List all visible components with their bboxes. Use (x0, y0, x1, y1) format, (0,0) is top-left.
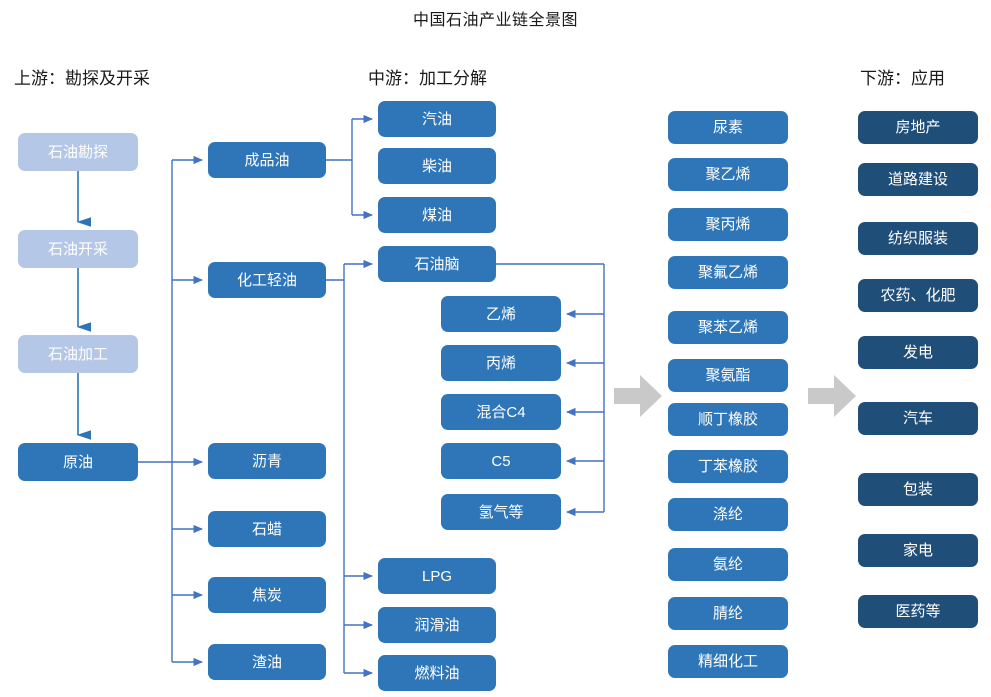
node-spandex[interactable]: 氨纶 (668, 548, 788, 581)
node-label: 渣油 (251, 653, 282, 671)
node-asphalt[interactable]: 沥青 (208, 443, 326, 479)
node-refined-oil[interactable]: 成品油 (208, 142, 326, 178)
node-textile[interactable]: 纺织服装 (858, 222, 978, 255)
node-label: 腈纶 (712, 605, 743, 622)
node-ethylene[interactable]: 乙烯 (441, 296, 561, 332)
node-urea[interactable]: 尿素 (668, 111, 788, 144)
node-label: C5 (491, 452, 511, 470)
node-label: 混合C4 (476, 403, 526, 421)
node-oil-refining[interactable]: 石油加工 (18, 335, 138, 373)
section-header-midstream: 中游：加工分解 (368, 69, 487, 88)
node-label: 石油勘探 (47, 143, 108, 161)
node-polyester[interactable]: 涤纶 (668, 498, 788, 531)
node-lpg[interactable]: LPG (378, 558, 496, 594)
node-label: 燃料油 (414, 664, 460, 682)
node-label: 焦炭 (251, 586, 282, 604)
node-coke[interactable]: 焦炭 (208, 577, 326, 613)
node-polypropylene[interactable]: 聚丙烯 (668, 208, 788, 241)
node-label: 精细化工 (697, 653, 758, 670)
node-propylene[interactable]: 丙烯 (441, 345, 561, 381)
node-paraffin[interactable]: 石蜡 (208, 511, 326, 547)
node-label: 聚氟乙烯 (697, 264, 758, 281)
node-diesel[interactable]: 柴油 (378, 148, 496, 184)
node-label: LPG (421, 567, 452, 585)
node-label: 医药等 (895, 603, 941, 620)
node-oil-extraction[interactable]: 石油开采 (18, 230, 138, 268)
node-appliances[interactable]: 家电 (858, 534, 978, 567)
node-lubricant[interactable]: 润滑油 (378, 607, 496, 643)
node-label: 聚苯乙烯 (697, 319, 758, 336)
node-kerosene[interactable]: 煤油 (378, 197, 496, 233)
node-label: 化工轻油 (236, 271, 297, 289)
node-label: 柴油 (421, 157, 452, 175)
section-header-downstream: 下游：应用 (860, 69, 945, 88)
node-label: 汽油 (421, 110, 452, 128)
node-label: 顺丁橡胶 (697, 411, 758, 428)
node-polyethylene[interactable]: 聚乙烯 (668, 158, 788, 191)
node-gasoline[interactable]: 汽油 (378, 101, 496, 137)
node-label: 道路建设 (887, 171, 948, 188)
node-label: 石油开采 (47, 240, 108, 258)
node-label: 家电 (902, 542, 933, 559)
node-label: 乙烯 (485, 305, 516, 323)
node-label: 发电 (902, 344, 933, 361)
node-label: 石油加工 (47, 345, 108, 363)
node-label: 聚氨酯 (705, 367, 751, 384)
node-polyurethane[interactable]: 聚氨酯 (668, 359, 788, 392)
node-label: 聚丙烯 (705, 216, 751, 233)
node-label: 农药、化肥 (880, 287, 956, 304)
node-label: 丁苯橡胶 (697, 458, 758, 475)
node-power-gen[interactable]: 发电 (858, 336, 978, 369)
arrow-apps-to-right (808, 372, 856, 420)
node-acrylic[interactable]: 腈纶 (668, 597, 788, 630)
node-automotive[interactable]: 汽车 (858, 402, 978, 435)
node-oil-exploration[interactable]: 石油勘探 (18, 133, 138, 171)
node-naphtha[interactable]: 石油脑 (378, 246, 496, 282)
node-residual-oil[interactable]: 渣油 (208, 644, 326, 680)
node-pvdf[interactable]: 聚氟乙烯 (668, 256, 788, 289)
node-label: 沥青 (251, 452, 282, 470)
node-label: 涤纶 (712, 506, 743, 523)
node-chem-light-oil[interactable]: 化工轻油 (208, 262, 326, 298)
node-road-building[interactable]: 道路建设 (858, 163, 978, 196)
node-label: 聚乙烯 (705, 166, 751, 183)
node-fuel-oil[interactable]: 燃料油 (378, 655, 496, 691)
node-br-rubber[interactable]: 顺丁橡胶 (668, 403, 788, 436)
node-c5[interactable]: C5 (441, 443, 561, 479)
node-pharma[interactable]: 医药等 (858, 595, 978, 628)
node-label: 汽车 (902, 410, 933, 427)
node-label: 尿素 (712, 119, 743, 136)
node-label: 包装 (902, 481, 933, 498)
node-label: 煤油 (421, 206, 452, 224)
node-label: 纺织服装 (887, 230, 948, 247)
node-label: 房地产 (895, 119, 941, 136)
node-real-estate[interactable]: 房地产 (858, 111, 978, 144)
node-label: 氨纶 (712, 556, 743, 573)
node-label: 丙烯 (485, 354, 516, 372)
node-label: 石蜡 (251, 520, 282, 538)
section-header-upstream: 上游：勘探及开采 (14, 69, 150, 88)
page-title: 中国石油产业链全景图 (412, 12, 578, 29)
node-agro-chem[interactable]: 农药、化肥 (858, 279, 978, 312)
node-sbr-rubber[interactable]: 丁苯橡胶 (668, 450, 788, 483)
node-label: 氢气等 (478, 503, 524, 521)
node-packaging[interactable]: 包装 (858, 473, 978, 506)
node-crude-oil[interactable]: 原油 (18, 443, 138, 481)
node-label: 润滑油 (414, 616, 460, 634)
arrow-chem-to-apps (614, 372, 662, 420)
node-hydrogen[interactable]: 氢气等 (441, 494, 561, 530)
node-fine-chem[interactable]: 精细化工 (668, 645, 788, 678)
node-label: 成品油 (244, 151, 290, 169)
node-label: 石油脑 (414, 255, 460, 273)
node-label: 原油 (62, 453, 93, 471)
node-polystyrene[interactable]: 聚苯乙烯 (668, 311, 788, 344)
node-mixed-c4[interactable]: 混合C4 (441, 394, 561, 430)
